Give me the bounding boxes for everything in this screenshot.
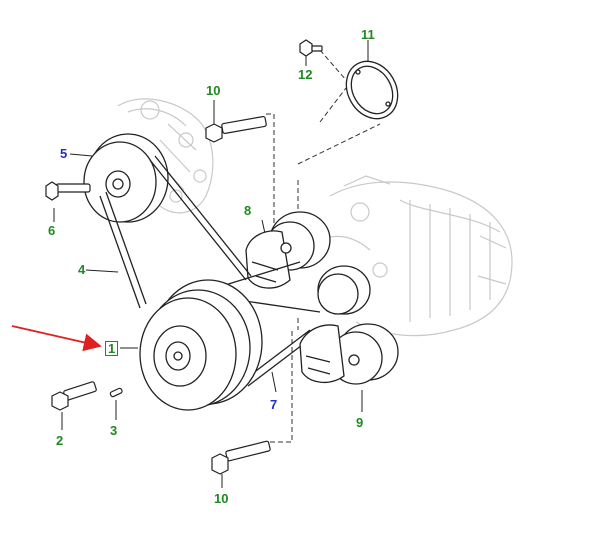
bolt-10-top xyxy=(205,115,267,143)
callout-10-top: 10 xyxy=(206,83,221,98)
callout-10-bottom: 10 xyxy=(214,491,229,506)
assembly-dashed-lines xyxy=(262,49,381,443)
pointer-arrow xyxy=(11,325,102,352)
callout-3: 3 xyxy=(110,423,118,438)
crankshaft-pulley xyxy=(139,279,263,411)
tensioner-assembly xyxy=(245,211,331,289)
idler-pulley-upper xyxy=(317,265,371,315)
callout-6: 6 xyxy=(48,223,56,238)
bolt-2 xyxy=(51,381,97,411)
water-pump-pulley xyxy=(83,133,169,223)
leader-lines xyxy=(53,40,369,488)
bolt-10-bottom xyxy=(211,440,271,475)
bolt-6 xyxy=(45,181,91,201)
ghost-alternator xyxy=(317,175,513,337)
dowel-pin-3 xyxy=(109,387,123,398)
callout-4: 4 xyxy=(78,262,86,277)
callout-11: 11 xyxy=(361,27,375,42)
bolt-12 xyxy=(299,39,323,57)
callout-5: 5 xyxy=(60,146,68,161)
callout-7: 7 xyxy=(270,397,278,412)
cover-plate-11 xyxy=(345,60,399,120)
callout-9: 9 xyxy=(356,415,364,430)
tensioner-9 xyxy=(299,323,399,385)
callout-2: 2 xyxy=(56,433,64,448)
callout-12: 12 xyxy=(298,67,313,82)
callout-8: 8 xyxy=(244,203,252,218)
accessory-belt-4 xyxy=(99,155,301,309)
callout-1: 1 xyxy=(105,341,119,356)
